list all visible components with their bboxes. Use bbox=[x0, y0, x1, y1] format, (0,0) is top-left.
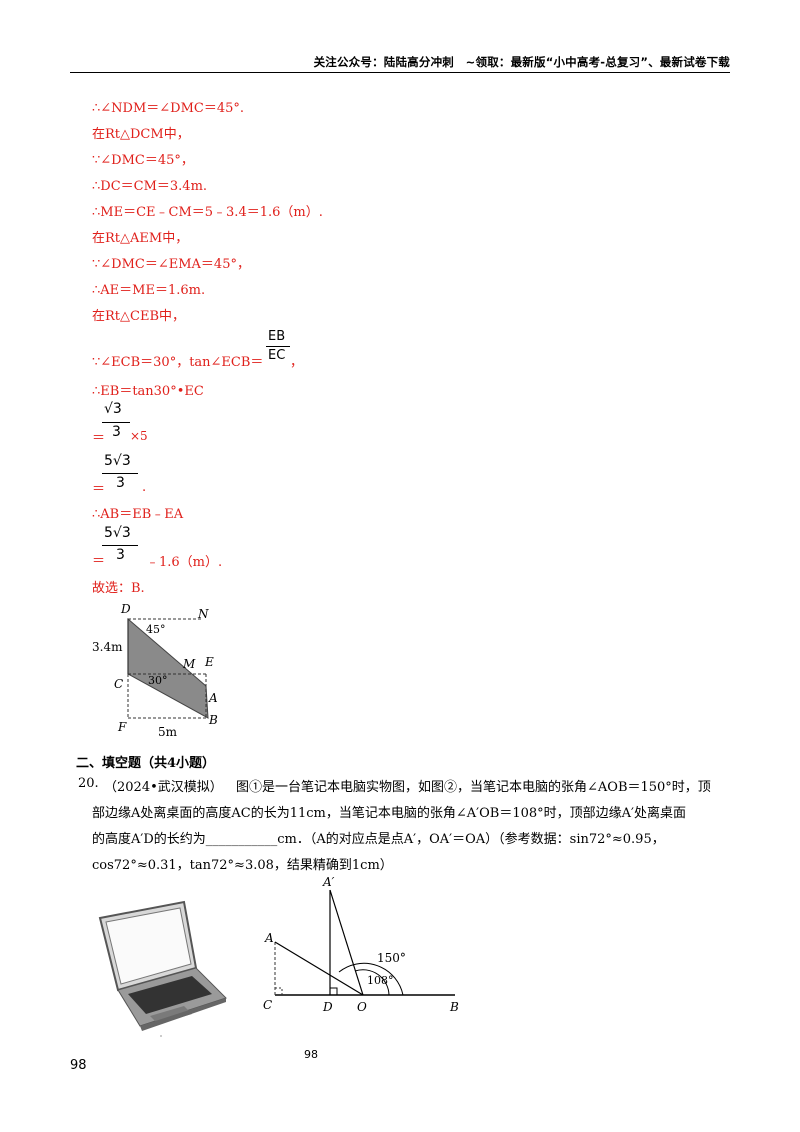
shaded-region bbox=[127, 617, 209, 719]
fraction-denominator: 3 bbox=[116, 475, 125, 491]
label-3.4m: 3.4m bbox=[92, 640, 123, 654]
solution-line-14: ∴AB＝EB﹣EA bbox=[92, 507, 184, 522]
equals-sign: ＝ bbox=[92, 482, 106, 497]
arc-inner bbox=[354, 969, 390, 996]
solution-line-9: 在Rt△CEB中， bbox=[92, 309, 185, 324]
line10-text: ∵∠ECB＝30°，tan∠ECB＝ bbox=[92, 355, 264, 370]
angle-108: 108° bbox=[367, 974, 394, 987]
solution-line-5: ∴ME＝CE﹣CM＝5﹣3.4＝1.6（m）. bbox=[92, 205, 323, 220]
question-number: 20. bbox=[78, 776, 99, 791]
fraction-numerator: EB bbox=[268, 329, 286, 344]
label-N: N bbox=[197, 607, 209, 621]
question-line-3: 的高度A′D的长约为___________cm．（A的对应点是点A′，OA′＝O… bbox=[92, 832, 665, 847]
solution-line-4: ∴DC＝CM＝3.4m. bbox=[92, 179, 208, 194]
angle-top-label: 45° bbox=[146, 623, 166, 636]
label-D: D bbox=[322, 1000, 333, 1014]
question-line-4: cos72°≈0.31，tan72°≈3.08，结果精确到1cm） bbox=[92, 858, 393, 873]
angle-150: 150° bbox=[377, 951, 406, 965]
label-C: C bbox=[114, 677, 123, 691]
solution-line-16: 故选：B. bbox=[92, 581, 145, 596]
label-C: C bbox=[263, 998, 272, 1012]
line-AO bbox=[274, 941, 364, 996]
figure-2-diagram: A′ A C D O B 150° 108° bbox=[263, 875, 459, 1014]
figure-1-diagram: D N 45° 3.4m M E C 30° A B F 5m bbox=[92, 602, 218, 739]
label-A-prime: A′ bbox=[322, 875, 335, 889]
label-5m: 5m bbox=[158, 725, 178, 739]
label-B: B bbox=[208, 713, 218, 727]
label-D: D bbox=[120, 602, 131, 616]
period: . bbox=[142, 480, 147, 495]
fraction-denominator: EC bbox=[268, 348, 286, 363]
fraction-denominator: 3 bbox=[116, 547, 125, 563]
multiplier: ×5 bbox=[130, 429, 148, 443]
page-number-left: 98 bbox=[70, 1058, 87, 1073]
line-A-prime-O bbox=[329, 889, 364, 996]
laptop-photo bbox=[98, 900, 227, 1037]
line10-post: ， bbox=[290, 355, 304, 370]
question-source: （2024•武汉模拟） bbox=[104, 780, 223, 795]
header-text: 关注公众号：陆陆高分冲刺 ~领取：最新版“小中高考-总复习”、最新试卷下载 bbox=[313, 55, 730, 69]
solution-line-11: ∴EB＝tan30°•EC bbox=[92, 384, 204, 399]
fraction-numerator: 5√3 bbox=[104, 525, 131, 541]
fraction-numerator: √3 bbox=[104, 401, 122, 417]
solution-line-1: ∴∠NDM＝∠DMC＝45°. bbox=[92, 101, 245, 116]
page-number-center: 98 bbox=[304, 1048, 318, 1061]
page-header: 关注公众号：陆陆高分冲刺 ~领取：最新版“小中高考-总复习”、最新试卷下载 bbox=[70, 52, 730, 73]
angle-mid-label: 30° bbox=[148, 674, 168, 687]
equals-sign: ＝ bbox=[92, 431, 106, 446]
label-A: A bbox=[264, 931, 274, 945]
label-A: A bbox=[208, 691, 218, 705]
question-line-1: 图①是一台笔记本电脑实物图，如图②，当笔记本电脑的张角∠AOB＝150°时，顶 bbox=[236, 780, 711, 795]
fraction-bar bbox=[102, 545, 138, 547]
question-line-2: 部边缘A处离桌面的高度AC的长为11cm，当笔记本电脑的张角∠A′OB＝108°… bbox=[92, 806, 686, 821]
section-title: 二、填空题（共4小题） bbox=[76, 756, 216, 771]
equals-sign: ＝ bbox=[92, 554, 106, 569]
label-O: O bbox=[357, 1000, 367, 1014]
solution-line-8: ∴AE＝ME＝1.6m. bbox=[92, 283, 206, 298]
fraction-numerator: 5√3 bbox=[104, 453, 131, 469]
fraction-denominator: 3 bbox=[112, 424, 121, 440]
fraction-bar bbox=[266, 346, 290, 348]
arc-outer bbox=[338, 962, 404, 996]
line15-post: ﹣1.6（m）. bbox=[146, 555, 223, 570]
fraction-bar bbox=[102, 473, 138, 475]
fraction-bar bbox=[102, 422, 130, 424]
solution-line-3: ∵∠DMC＝45°， bbox=[92, 153, 194, 168]
solution-line-7: ∵∠DMC＝∠EMA＝45°， bbox=[92, 257, 250, 272]
solution-line-6: 在Rt△AEM中， bbox=[92, 231, 189, 246]
label-F: F bbox=[117, 720, 127, 734]
label-B: B bbox=[449, 1000, 459, 1014]
solution-line-2: 在Rt△DCM中， bbox=[92, 127, 190, 142]
label-M: M bbox=[182, 657, 196, 671]
label-E: E bbox=[204, 655, 214, 669]
